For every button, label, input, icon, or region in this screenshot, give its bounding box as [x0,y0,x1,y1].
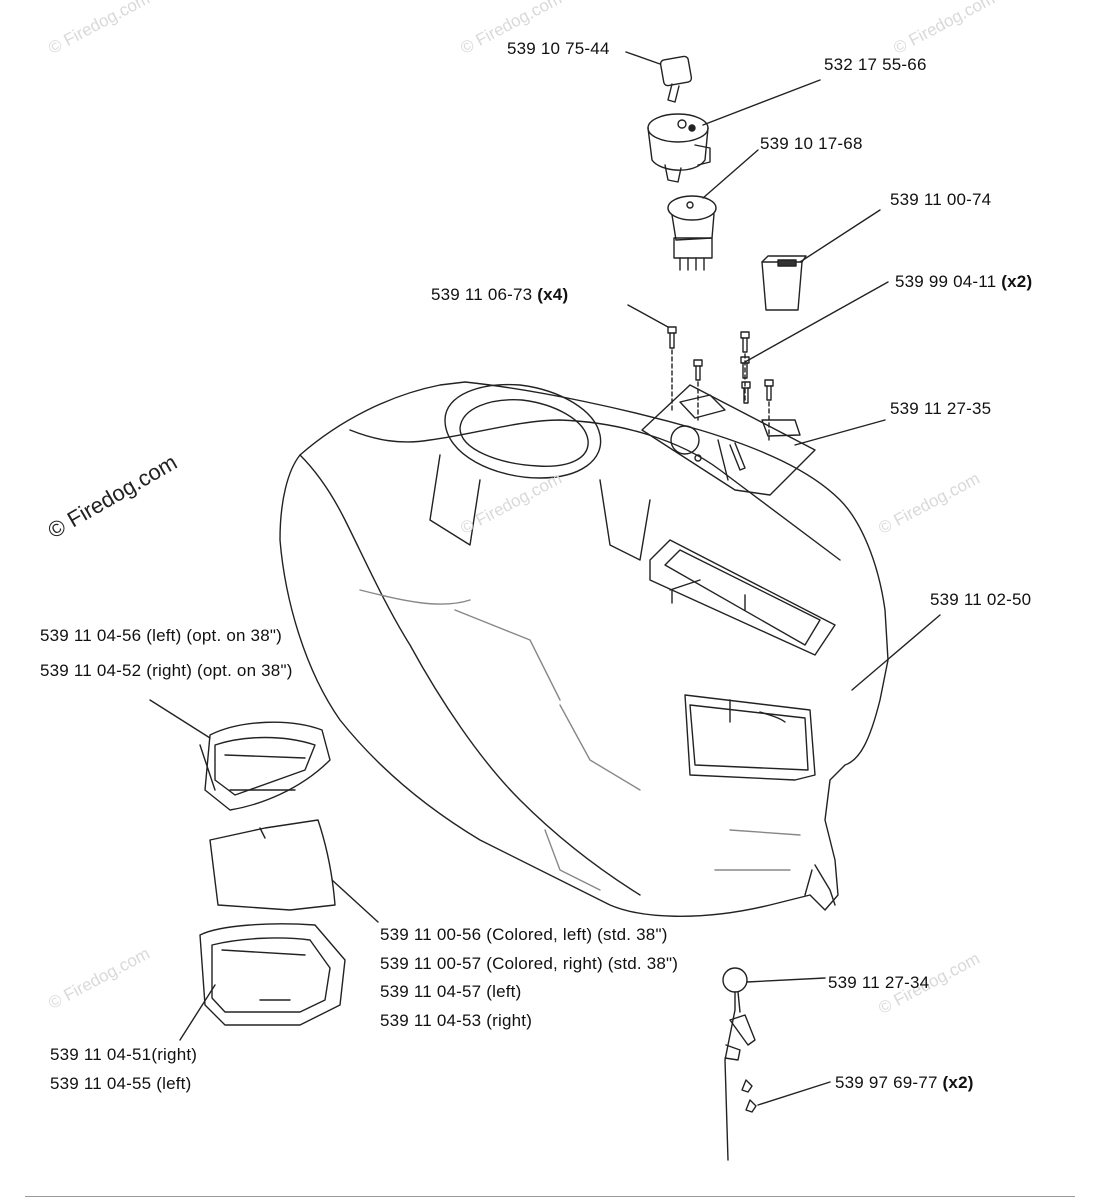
label-screw: 539 99 04-11 (x2) [895,273,1032,290]
console-body [279,381,889,917]
label-bolt-qty: (x4) [537,285,569,304]
label-ignition-switch: 532 17 55-66 [824,55,927,74]
label-lens-left: 539 11 04-57 (left) [380,982,522,1001]
label-plate: 539 11 27-35 [890,399,992,418]
ignition-switch-part [647,79,821,183]
mounting-plate-part [641,384,886,496]
label-cover-left-opt: 539 11 04-56 (left) (opt. on 38") [40,626,282,645]
socket-part [761,209,881,311]
label-screw-number: 539 99 04-11 [895,272,997,291]
label-pto-switch: 539 10 17-68 [760,134,863,153]
lever-part [722,967,831,1161]
label-screw-qty: (x2) [1001,272,1033,291]
colored-lens-part [209,819,379,923]
console-leader-line [851,614,941,691]
label-socket: 539 11 00-74 [890,190,992,209]
label-key: 539 10 75-44 [507,39,610,58]
label-colored-left: 539 11 00-56 (Colored, left) (std. 38") [380,925,668,944]
bezel-part [179,923,346,1041]
vent-cover-part [149,699,331,811]
bottom-divider [25,1196,1075,1197]
label-bezel-right: 539 11 04-51(right) [50,1045,198,1064]
label-bolt: 539 11 06-73 (x4) [431,286,568,303]
pto-switch-part [667,149,759,271]
label-nut-number: 539 97 69-77 [835,1073,938,1092]
bolts-group [627,281,889,441]
label-nut-qty: (x2) [942,1073,974,1092]
key-part [625,51,693,103]
label-lens-right: 539 11 04-53 (right) [380,1011,533,1030]
label-lever: 539 11 27-34 [828,973,930,992]
label-bolt-number: 539 11 06-73 [431,285,533,304]
label-bezel-left: 539 11 04-55 (left) [50,1074,192,1093]
label-console: 539 11 02-50 [930,590,1032,609]
label-colored-right: 539 11 00-57 (Colored, right) (std. 38") [380,954,679,973]
label-cover-right-opt: 539 11 04-52 (right) (opt. on 38") [40,661,293,680]
label-nut: 539 97 69-77 (x2) [835,1074,974,1091]
